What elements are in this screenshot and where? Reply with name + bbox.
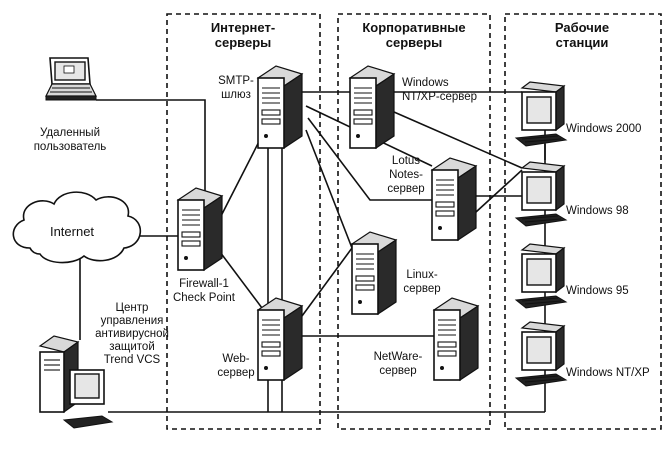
workstations-zone-title-2: станции [556, 35, 609, 50]
workstation-windows-nt [515, 321, 567, 387]
web-server [257, 297, 303, 381]
ws-95-label: Windows 95 [566, 285, 629, 297]
internet-cloud [12, 191, 142, 264]
antivirus-center-station [39, 335, 113, 429]
antivirus-label-4: защитой [109, 341, 155, 353]
netware-server [433, 297, 479, 381]
smtp-gateway-server [257, 65, 303, 149]
antivirus-label-3: антивирусной [95, 328, 169, 340]
lotus-label-3: сервер [387, 183, 424, 195]
smtp-label-1: SMTP- [218, 75, 254, 87]
firewall-label-1: Firewall-1 [179, 278, 229, 290]
corporate-zone-title-1: Корпоративные [362, 20, 465, 35]
windows-server [349, 65, 395, 149]
internet-zone [166, 13, 321, 430]
lotus-notes-server [431, 157, 477, 241]
corporate-zone [337, 13, 491, 430]
firewall-label-2: Check Point [173, 292, 236, 304]
antivirus-label-5: Trend VCS [104, 354, 161, 366]
antivirus-label-1: Центр [116, 302, 149, 314]
workstation-windows-95 [515, 243, 567, 309]
antivirus-label-2: управления [101, 315, 164, 327]
web-label-2: сервер [217, 367, 254, 379]
netware-label-1: NetWare- [374, 351, 423, 363]
linux-server [351, 231, 397, 315]
windows-server-label-2: NT/XP-сервер [402, 91, 477, 103]
internet-zone-title-1: Интернет- [211, 20, 275, 35]
ws-98-label: Windows 98 [566, 205, 629, 217]
workstations-zone-title-1: Рабочие [555, 20, 609, 35]
internet-cloud-label: Internet [50, 224, 94, 239]
workstations-zone [504, 13, 662, 430]
corporate-zone-title-2: серверы [386, 35, 443, 50]
remote-user-laptop [45, 57, 97, 101]
workstation-windows-2000 [515, 81, 567, 147]
web-label-1: Web- [222, 353, 249, 365]
remote-user-label-1: Удаленный [40, 127, 100, 139]
linux-label-1: Linux- [406, 269, 437, 281]
internet-zone-title-2: серверы [215, 35, 272, 50]
remote-user-label-2: пользователь [34, 141, 107, 153]
linux-label-2: сервер [403, 283, 440, 295]
ws-2000-label: Windows 2000 [566, 123, 641, 135]
lotus-label-2: Notes- [389, 169, 423, 181]
firewall-server [177, 187, 223, 271]
lotus-label-1: Lotus [392, 155, 420, 167]
smtp-label-2: шлюз [221, 89, 251, 101]
ws-nt-label: Windows NT/XP [566, 367, 650, 379]
windows-server-label-1: Windows [402, 77, 449, 89]
netware-label-2: сервер [379, 365, 416, 377]
workstation-windows-98 [515, 161, 567, 227]
